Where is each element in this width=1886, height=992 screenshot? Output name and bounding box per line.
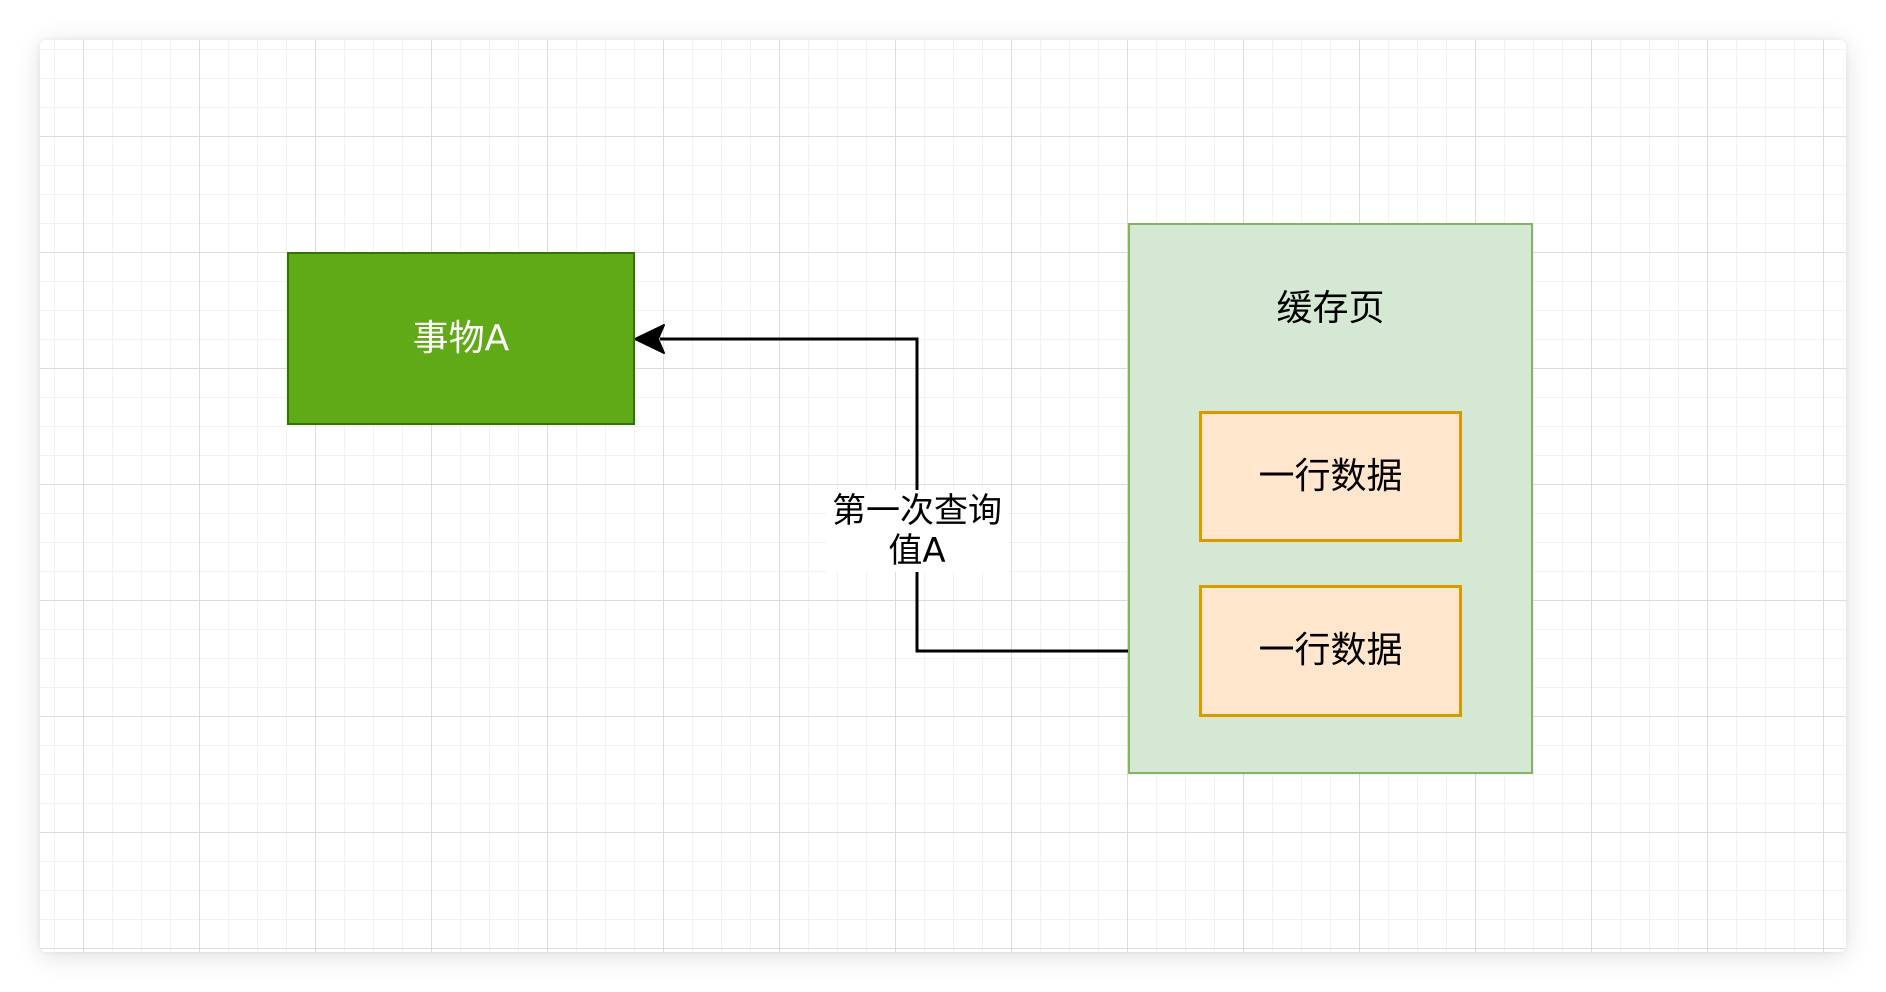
edge-label[interactable]: 第一次查询 值A [826, 490, 1008, 572]
node-thing-a[interactable]: 事物A [287, 252, 635, 425]
edge-label-line2: 值A [888, 531, 946, 571]
edge-label-line1: 第一次查询 [832, 491, 1002, 531]
node-row-2-label: 一行数据 [1258, 630, 1403, 672]
node-row-2[interactable]: 一行数据 [1199, 585, 1462, 717]
node-row-1[interactable]: 一行数据 [1199, 411, 1462, 542]
node-cache-page-label: 缓存页 [1276, 288, 1385, 329]
arrowhead-icon [634, 324, 665, 354]
node-cache-page[interactable]: 缓存页 一行数据 一行数据 [1128, 223, 1533, 774]
node-row-1-label: 一行数据 [1258, 455, 1403, 497]
diagram-canvas: 事物A 缓存页 一行数据 一行数据 第一次查询 值A [40, 40, 1846, 952]
node-thing-a-label: 事物A [412, 317, 510, 359]
